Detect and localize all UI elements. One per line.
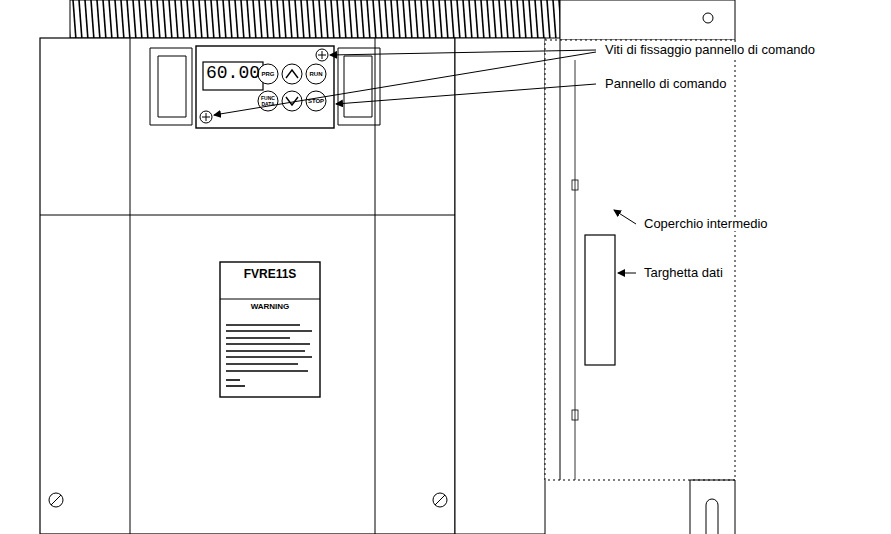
model-label: FVRE11S — [222, 268, 318, 281]
callout-label: Viti di fissaggio pannello di comando — [603, 43, 817, 57]
button-label: RUN — [306, 71, 326, 78]
warning-label: WARNING — [222, 303, 318, 312]
callout-label: Coperchio intermedio — [642, 217, 770, 231]
button-label: STOP — [306, 98, 326, 105]
button-label: FUNC DATA — [259, 96, 277, 107]
callout-label: Pannello di comando — [603, 77, 728, 91]
button-label: PRG — [258, 71, 278, 78]
display-readout: 60.00 — [205, 64, 261, 84]
callout-label: Targhetta dati — [642, 266, 725, 280]
